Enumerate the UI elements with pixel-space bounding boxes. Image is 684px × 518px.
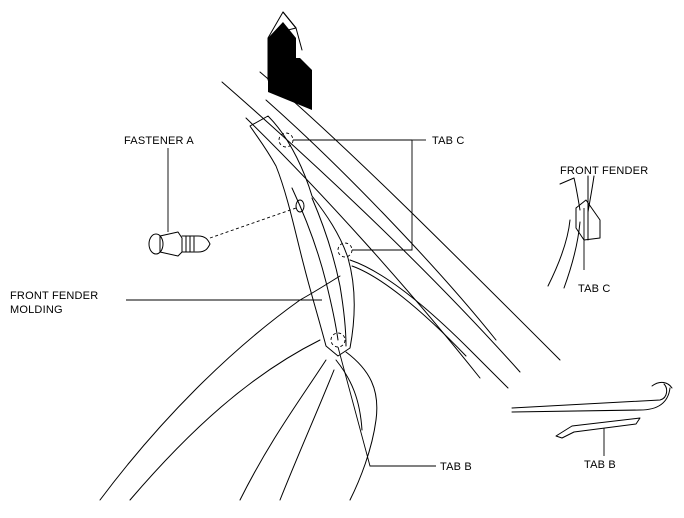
leader-lines	[126, 139, 436, 467]
detail-tab-b	[511, 381, 673, 456]
detail-tab-c	[547, 175, 601, 289]
pillar-frame	[221, 71, 561, 379]
label-tab-b: TAB B	[440, 461, 472, 473]
label-front-fender-molding-1: FRONT FENDER	[10, 290, 98, 302]
removal-arrow-icon	[267, 11, 312, 110]
label-tab-c: TAB C	[432, 135, 465, 147]
fastener-a-icon	[148, 231, 211, 257]
detail-label-tab-b: TAB B	[584, 459, 616, 471]
label-front-fender-molding-2: MOLDING	[10, 304, 63, 316]
detail-label-tab-c: TAB C	[578, 283, 611, 295]
tab-c-upper-marker	[278, 132, 294, 148]
detail-label-front-fender: FRONT FENDER	[560, 165, 648, 177]
fender-body-lines	[99, 259, 509, 501]
label-fastener-a: FASTENER A	[124, 135, 194, 147]
front-fender-molding	[249, 115, 355, 357]
tab-b-marker	[330, 332, 346, 348]
